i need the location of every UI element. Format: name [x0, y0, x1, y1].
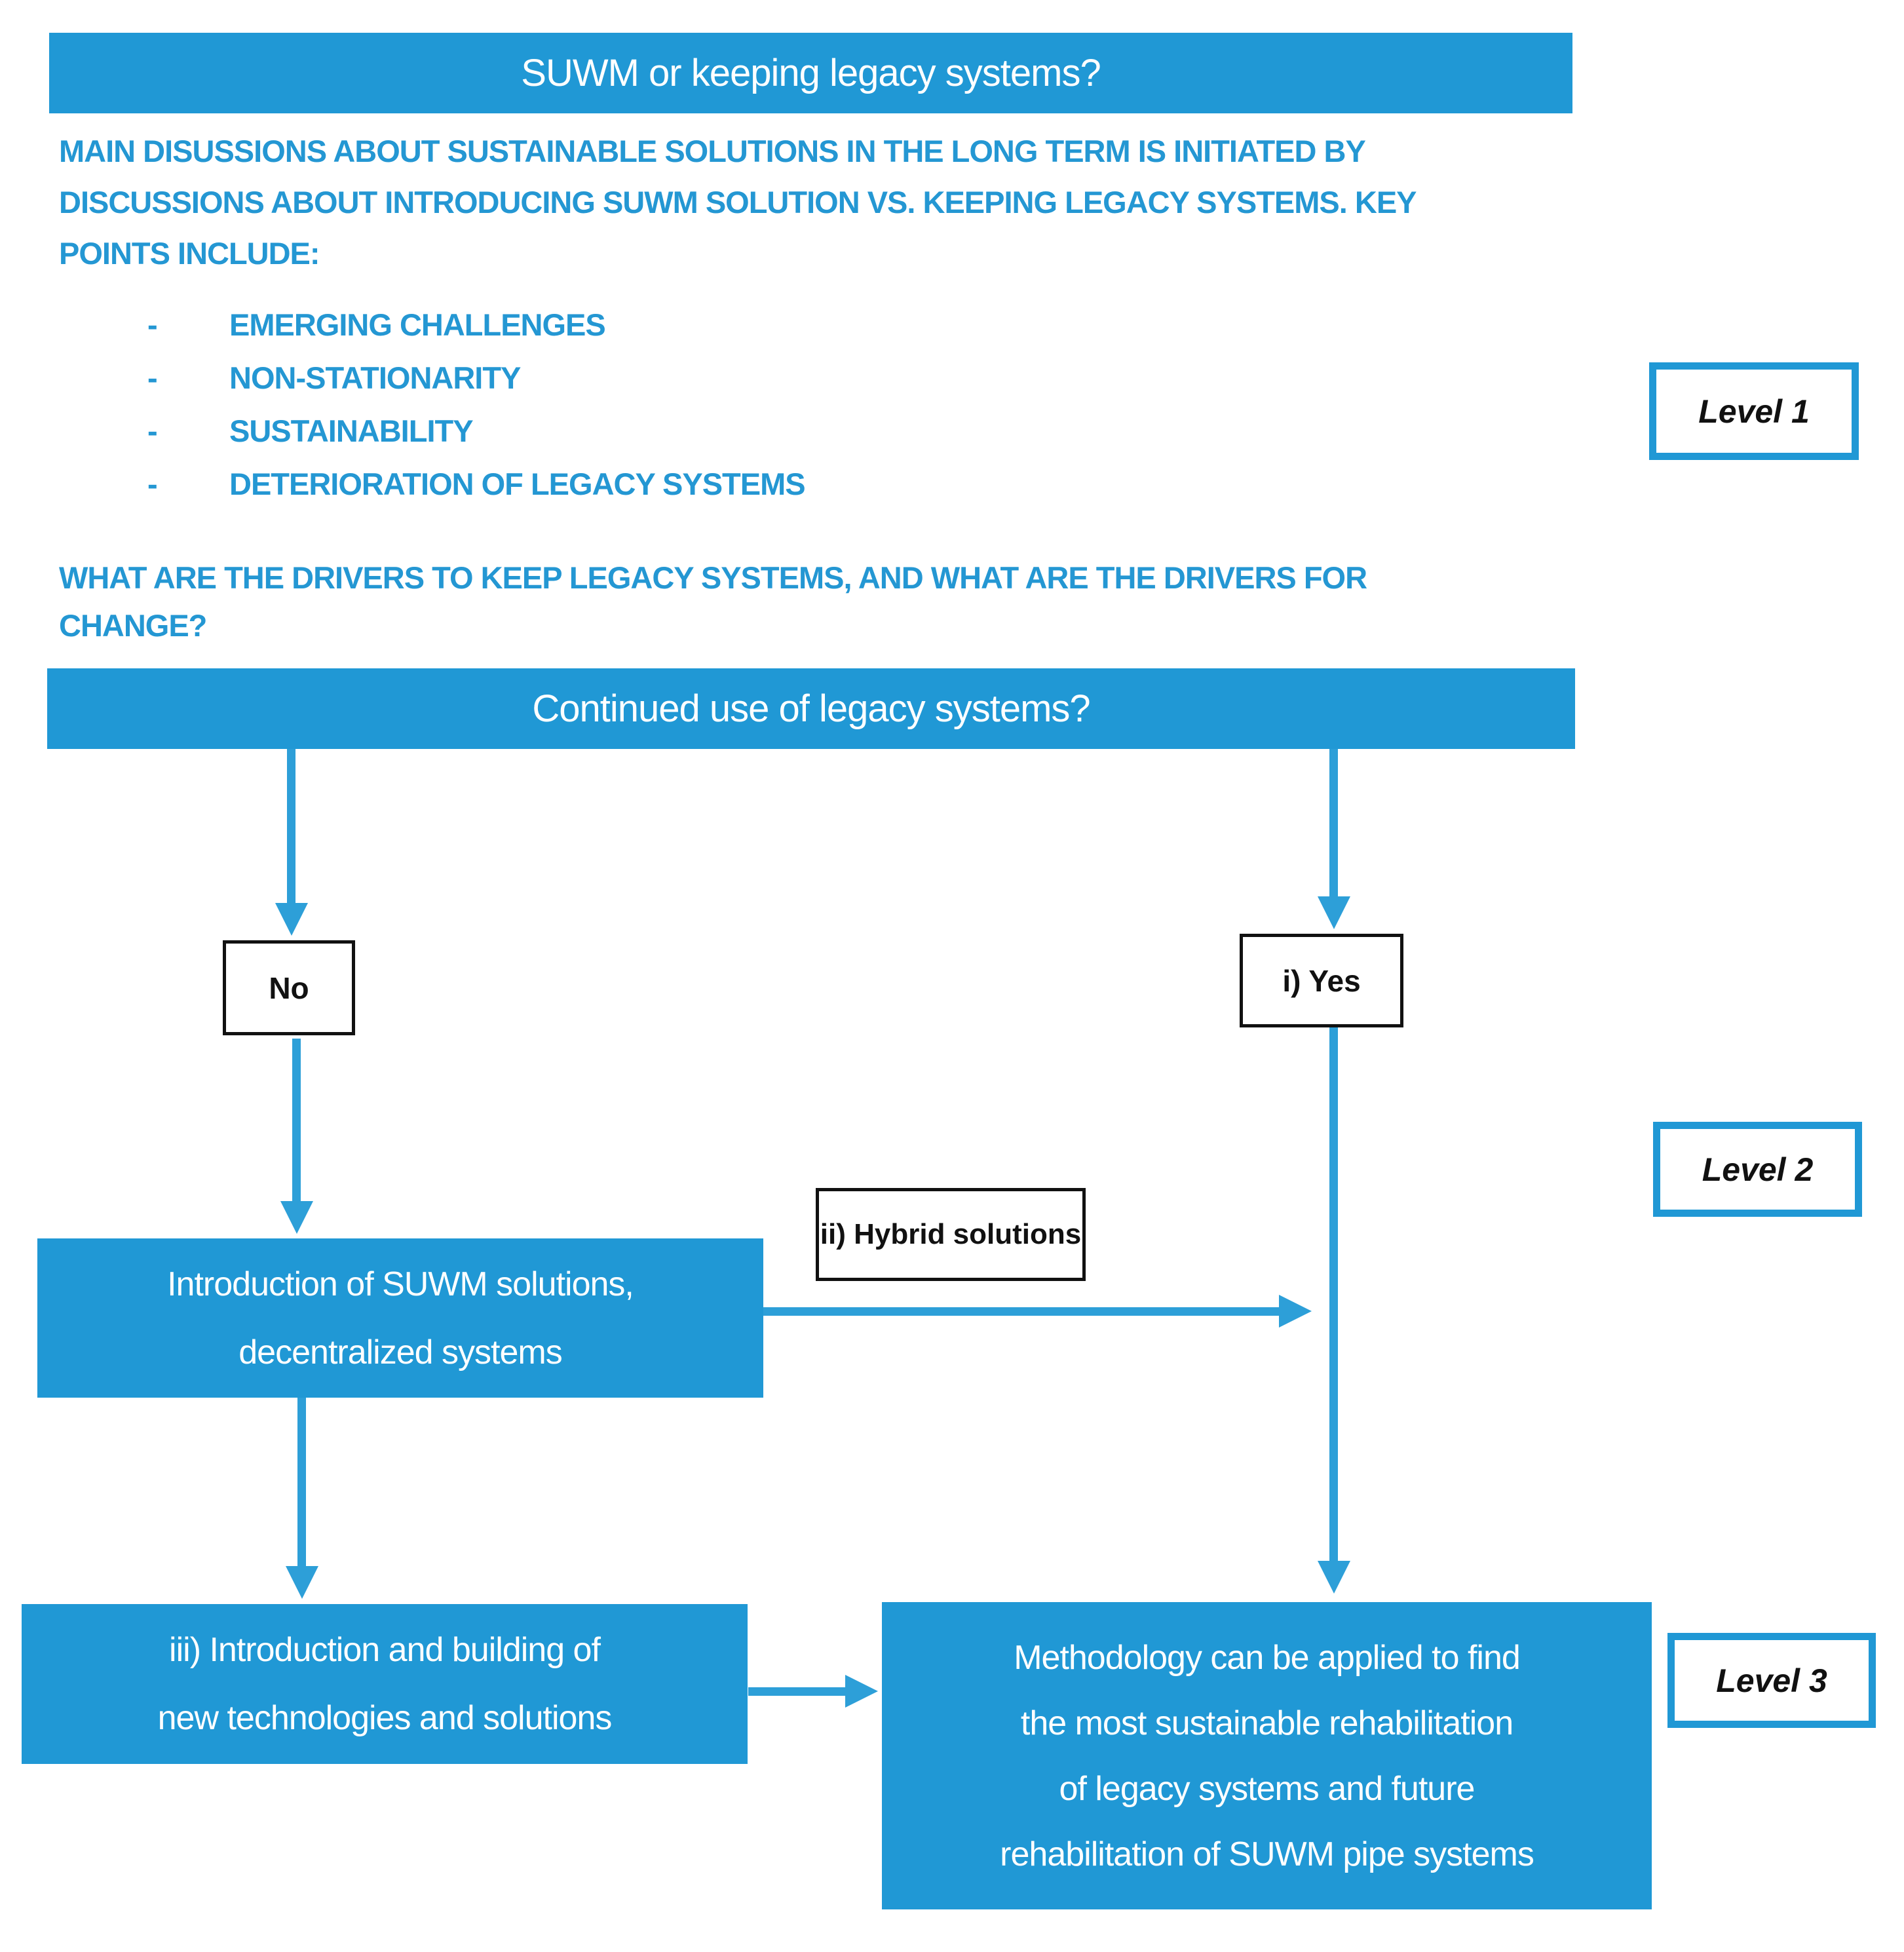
- level-2-label: Level 2: [1702, 1151, 1814, 1188]
- level-2-box: Level 2: [1653, 1122, 1862, 1217]
- decision-banner: Continued use of legacy systems?: [47, 668, 1575, 749]
- bullet-dash-icon: -: [147, 307, 158, 342]
- decision-yes-label: i) Yes: [1282, 963, 1361, 998]
- arrow-down-head-icon: [275, 903, 308, 936]
- intro-paragraph: MAIN DISUSSIONS ABOUT SUSTAINABLE SOLUTI…: [59, 134, 1417, 271]
- arrow-right-head-icon: [845, 1675, 878, 1708]
- decision-yes-box: i) Yes: [1240, 934, 1403, 1027]
- arrow-line-banner-to-yes: [1329, 749, 1338, 896]
- arrow-down-head-icon: [1318, 896, 1350, 929]
- decision-no-box: No: [223, 940, 355, 1035]
- arrow-line-newtech-to-methodology: [748, 1687, 845, 1696]
- level-3-box: Level 3: [1667, 1633, 1876, 1728]
- list-item-label: SUSTAINABILITY: [229, 413, 474, 448]
- level-1-label: Level 1: [1698, 392, 1810, 430]
- drivers-question: WHAT ARE THE DRIVERS TO KEEP LEGACY SYST…: [59, 560, 1367, 643]
- list-item: - SUSTAINABILITY: [147, 413, 805, 466]
- arrow-down-head-icon: [280, 1201, 313, 1234]
- title-banner-label: SUWM or keeping legacy systems?: [521, 52, 1101, 94]
- level-1-box: Level 1: [1649, 362, 1859, 460]
- title-banner: SUWM or keeping legacy systems?: [49, 33, 1572, 113]
- list-item-label: EMERGING CHALLENGES: [229, 307, 606, 342]
- arrow-down-head-icon: [1318, 1561, 1350, 1594]
- methodology-box: Methodology can be applied to find the m…: [882, 1602, 1652, 1909]
- decision-banner-label: Continued use of legacy systems?: [532, 687, 1090, 730]
- decision-no-label: No: [269, 970, 309, 1005]
- arrow-line-banner-to-no: [287, 749, 295, 903]
- bullet-dash-icon: -: [147, 413, 158, 448]
- arrow-down-head-icon: [286, 1566, 318, 1599]
- arrow-line-suwm-to-yes-line: [763, 1307, 1279, 1316]
- key-points-list: - EMERGING CHALLENGES - NON-STATIONARITY…: [147, 307, 806, 519]
- bullet-dash-icon: -: [147, 360, 158, 395]
- list-item-label: NON-STATIONARITY: [229, 360, 521, 395]
- list-item-label: DETERIORATION OF LEGACY SYSTEMS: [229, 467, 806, 501]
- arrow-line-yes-to-methodology: [1329, 1027, 1338, 1563]
- arrow-line-suwm-to-newtech: [297, 1398, 306, 1566]
- new-technologies-box: iii) Introduction and building of new te…: [22, 1604, 748, 1764]
- arrow-right-head-icon: [1279, 1295, 1312, 1328]
- bullet-dash-icon: -: [147, 467, 158, 501]
- list-item: - EMERGING CHALLENGES: [147, 307, 805, 360]
- list-item: - DETERIORATION OF LEGACY SYSTEMS: [147, 466, 806, 519]
- decision-hybrid-box: ii) Hybrid solutions: [816, 1188, 1086, 1281]
- list-item: - NON-STATIONARITY: [147, 360, 805, 413]
- arrow-line-no-to-suwm: [292, 1039, 301, 1202]
- level-3-label: Level 3: [1716, 1662, 1827, 1699]
- decision-hybrid-label: ii) Hybrid solutions: [820, 1218, 1082, 1250]
- suwm-solutions-box: Introduction of SUWM solutions, decentra…: [37, 1238, 763, 1398]
